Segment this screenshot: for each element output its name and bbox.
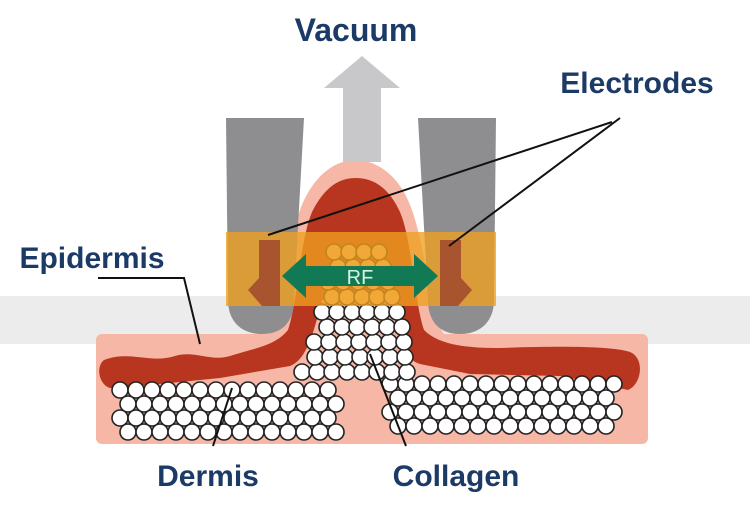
collagen-sphere — [183, 423, 201, 441]
collagen-sphere — [306, 348, 324, 366]
collagen-sphere — [393, 318, 411, 336]
collagen-sphere — [437, 417, 455, 435]
collagen-sphere — [319, 381, 337, 399]
collagen-sphere — [533, 417, 551, 435]
collagen-sphere — [395, 333, 413, 351]
collagen-sphere — [597, 389, 615, 407]
collagen-sphere — [597, 417, 615, 435]
epidermis-label: Epidermis — [19, 242, 164, 275]
collagen-label: Collagen — [393, 460, 520, 493]
collagen-sphere — [323, 363, 341, 381]
dermis-label: Dermis — [157, 460, 259, 493]
collagen-sphere — [365, 333, 383, 351]
electrodes-label: Electrodes — [560, 67, 713, 100]
collagen-sphere — [350, 333, 368, 351]
collagen-sphere — [135, 423, 153, 441]
collagen-sphere — [308, 363, 326, 381]
collagen-sphere — [388, 303, 406, 321]
collagen-sphere — [383, 363, 401, 381]
leader-lines — [98, 117, 621, 447]
rf-double-arrow — [282, 254, 438, 298]
collagen-sphere — [353, 363, 371, 381]
collagen-sphere — [343, 303, 361, 321]
electrodes-leader-right — [448, 117, 621, 247]
collagen-sphere — [327, 395, 345, 413]
collagen-sphere — [565, 417, 583, 435]
collagen-sphere — [396, 348, 414, 366]
collagen-sphere — [119, 423, 137, 441]
collagen-sphere — [421, 417, 439, 435]
collagen-sphere — [517, 417, 535, 435]
collagen-sphere — [327, 423, 345, 441]
collagen-sphere — [279, 423, 297, 441]
collagen-sphere — [351, 348, 369, 366]
collagen-sphere — [319, 409, 337, 427]
vacuum-label: Vacuum — [295, 12, 418, 48]
collagen-sphere — [313, 303, 331, 321]
collagen-sphere — [335, 333, 353, 351]
left-electrode-plate — [248, 240, 280, 306]
collagen-sphere — [381, 348, 399, 366]
collagen-sphere — [549, 417, 567, 435]
electrodes-leader-left — [267, 121, 613, 236]
collagen-sphere — [453, 417, 471, 435]
collagen-sphere — [231, 423, 249, 441]
collagen-sphere — [318, 318, 336, 336]
collagen-sphere — [501, 417, 519, 435]
collagen-sphere — [328, 303, 346, 321]
collagen-sphere — [358, 303, 376, 321]
collagen-sphere — [167, 423, 185, 441]
collagen-sphere — [338, 363, 356, 381]
collagen-sphere — [605, 403, 623, 421]
collagen-sphere — [366, 348, 384, 366]
vacuum-arrow — [324, 56, 400, 162]
collagen-sphere — [405, 417, 423, 435]
collagen-sphere — [581, 417, 599, 435]
dermis-leader — [212, 387, 233, 447]
epidermis-leader — [98, 277, 201, 345]
collagen-sphere — [247, 423, 265, 441]
collagen-sphere — [605, 375, 623, 393]
collagen-sphere — [321, 348, 339, 366]
collagen-sphere — [336, 348, 354, 366]
collagen-sphere — [380, 333, 398, 351]
collagen-sphere — [373, 303, 391, 321]
rf-label: RF — [347, 267, 374, 289]
collagen-sphere — [151, 423, 169, 441]
collagen-sphere — [311, 423, 329, 441]
collagen-leader — [369, 353, 407, 447]
collagen-sphere — [199, 423, 217, 441]
collagen-sphere — [469, 417, 487, 435]
collagen-sphere — [333, 318, 351, 336]
collagen-sphere — [398, 363, 416, 381]
collagen-sphere — [295, 423, 313, 441]
collagen-sphere — [305, 333, 323, 351]
collagen-sphere — [320, 333, 338, 351]
collagen-sphere — [293, 363, 311, 381]
collagen-sphere — [263, 423, 281, 441]
collagen-sphere — [378, 318, 396, 336]
right-electrode-plate — [440, 240, 472, 306]
collagen-sphere — [348, 318, 366, 336]
collagen-sphere — [363, 318, 381, 336]
collagen-sphere — [485, 417, 503, 435]
